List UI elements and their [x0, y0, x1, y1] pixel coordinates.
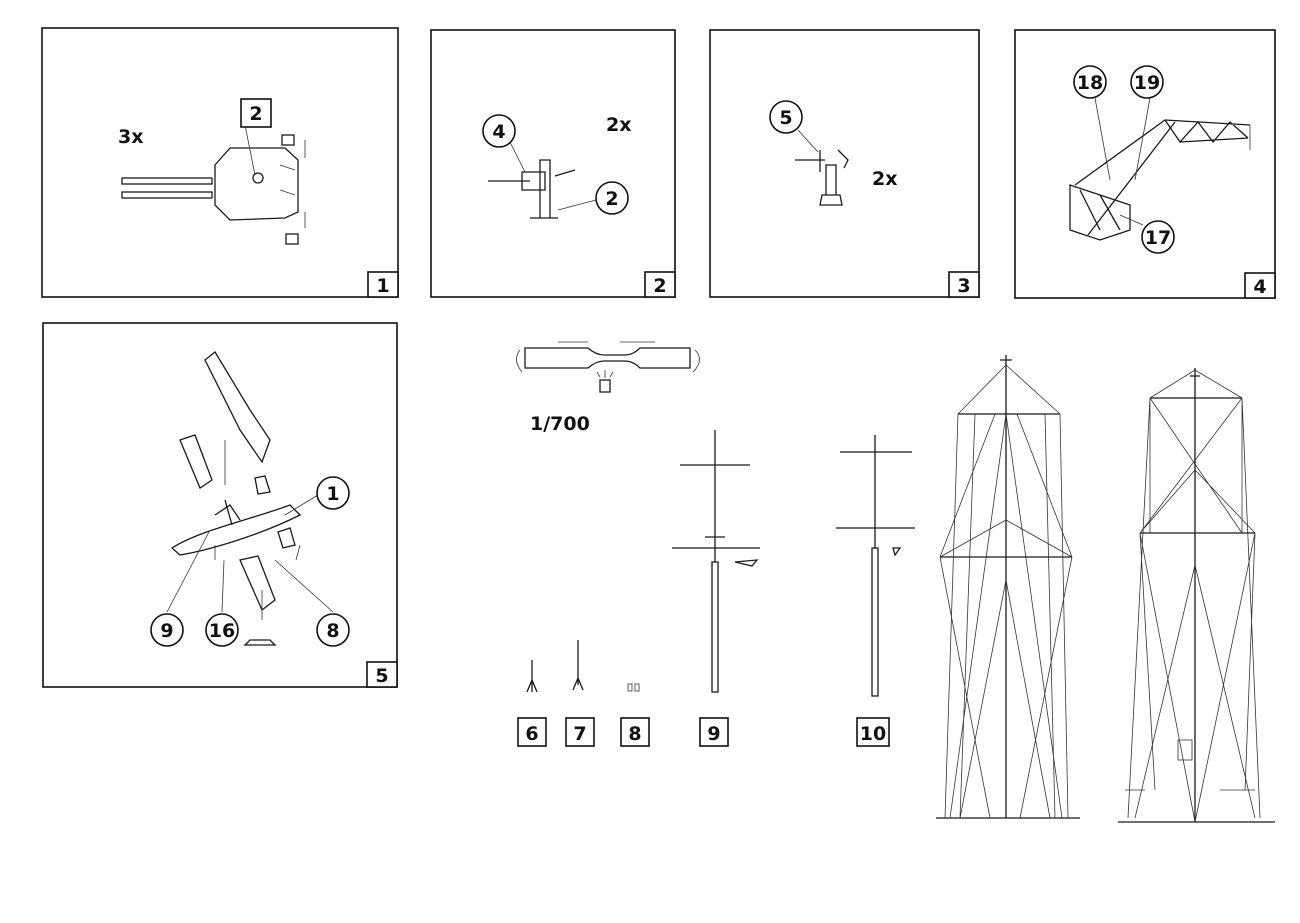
callout-number: 1	[326, 483, 339, 505]
panel-2: 2x 4 2 2	[430, 29, 676, 298]
quantity-label: 2x	[872, 168, 897, 190]
part-number: 10	[860, 723, 886, 745]
callout-number: 9	[160, 620, 173, 642]
callout-number: 16	[209, 620, 235, 642]
callout-number: 18	[1077, 72, 1103, 94]
aa-gun-drawing	[795, 129, 849, 206]
part-number: 7	[573, 723, 586, 745]
gun-drawing	[488, 139, 597, 219]
part-number: 6	[525, 723, 538, 745]
step-number: 2	[653, 275, 666, 297]
turret-drawing	[121, 124, 306, 245]
step-box	[366, 661, 398, 688]
step-number: 5	[375, 665, 388, 687]
part-labels: 6 7 8 9 10	[517, 717, 890, 747]
callout-number: 5	[779, 107, 792, 129]
rigged-mast-front-view	[1118, 368, 1275, 823]
callout-number: 2	[605, 188, 618, 210]
quantity-label: 2x	[606, 114, 631, 136]
callout-number: 17	[1145, 227, 1171, 249]
step-box	[644, 271, 676, 298]
seaplane-drawing	[166, 351, 334, 646]
rigged-mast-side-view	[936, 355, 1080, 819]
callout-number: 19	[1134, 72, 1160, 94]
scale-label: 1/700	[530, 413, 590, 435]
quantity-label: 3x	[118, 126, 143, 148]
small-parts	[526, 640, 640, 693]
panel-3: 2x 5 3	[709, 29, 980, 298]
callout-number: 4	[492, 121, 505, 143]
part-number: 9	[707, 723, 720, 745]
crane-drawing	[1069, 97, 1251, 241]
callout-number: 2	[249, 103, 262, 125]
stretched-sprue-illustration	[516, 341, 700, 393]
panel-1: 3x 2 1	[41, 27, 399, 298]
panel-4: 18 19 17 4	[1014, 29, 1276, 299]
mast-part-9	[672, 430, 760, 693]
step-number: 4	[1253, 276, 1266, 298]
step-box	[1244, 272, 1276, 299]
step-box	[367, 271, 399, 298]
mast-part-10	[836, 435, 915, 697]
panel-5: 1 9 16 8 5	[42, 322, 398, 688]
step-number: 3	[957, 275, 970, 297]
callout-number: 8	[326, 620, 339, 642]
step-number: 1	[376, 275, 389, 297]
part-number: 8	[628, 723, 641, 745]
callout-box	[240, 98, 272, 128]
step-box	[948, 271, 980, 298]
